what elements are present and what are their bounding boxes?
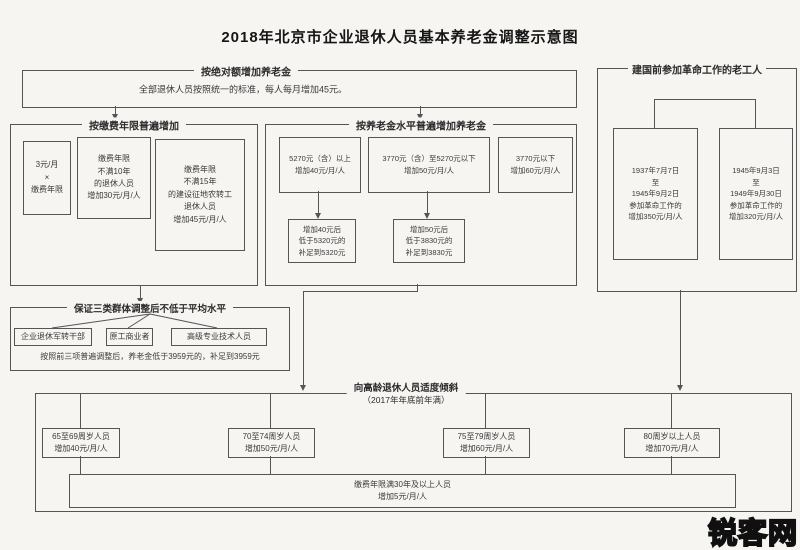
watermark-orange-part: 锐客 <box>707 515 768 550</box>
panel-by-level-legend: 按养老金水平普遍增加养老金 <box>349 117 493 133</box>
absolute-amount-text: 全部退休人员按照统一的标准，每人每月增加45元。 <box>138 84 347 95</box>
box-senior-technical: 高级专业技术人员 <box>171 328 267 346</box>
connector-level-horizontal <box>303 291 418 292</box>
connector-high-to-topup <box>318 191 319 214</box>
arrowhead-level-to-elderly <box>300 385 306 391</box>
panel-absolute-legend: 按绝对额增加养老金 <box>194 63 298 79</box>
box-age-65-69: 65至69周岁人员 增加40元/月/人 <box>42 428 120 458</box>
connector-age4-to-bottom <box>671 456 672 474</box>
box-level-high: 5270元（含）以上 增加40元/月/人 <box>279 137 361 193</box>
panel-pre-liberation-legend: 建国前参加革命工作的老工人 <box>628 61 766 77</box>
connector-age1-to-bottom <box>80 456 81 474</box>
box-per-year-rate: 3元/月 × 缴费年限 <box>23 141 71 215</box>
arrowhead-top-to-level <box>417 114 423 120</box>
connector-level-down-stub <box>417 284 418 292</box>
panel-absolute-amount: 按绝对额增加养老金 全部退休人员按照统一的标准，每人每月增加45元。 <box>22 63 577 108</box>
connector-mid-to-topup <box>427 191 428 214</box>
box-1937-1945: 1937年7月7日 至 1945年9月2日 参加革命工作的 增加350元/月/人 <box>613 128 698 260</box>
arrowhead-mid-to-topup <box>424 213 430 219</box>
connector-preliberation-to-elderly <box>680 290 681 386</box>
three-groups-note: 按照前三项普遍调整后，养老金低于3959元的，补足到3959元 <box>40 352 260 361</box>
panel-elderly-legend: 向高龄退休人员适度倾斜 （2017年年底前年满） <box>346 382 466 406</box>
box-level-low: 3770元以下 增加60元/月/人 <box>498 137 573 193</box>
box-topup-5320: 增加40元后 低于5320元的 补足到5320元 <box>288 219 356 263</box>
connector-age3-to-bottom <box>485 456 486 474</box>
box-age-80-plus: 80周岁以上人员 增加70元/月/人 <box>624 428 720 458</box>
box-under-15-years-landworkers: 缴费年限 不满15年 的建设征地农转工 退休人员 增加45元/月/人 <box>155 139 245 251</box>
elderly-legend-line2: （2017年年底前年满） <box>362 394 450 405</box>
panel-pre-liberation: 建国前参加革命工作的老工人 1937年7月7日 至 1945年9月2日 参加革命… <box>597 61 797 292</box>
box-age-75-79: 75至79周岁人员 增加60元/月/人 <box>443 428 530 458</box>
box-30-years-bonus: 缴费年限满30年及以上人员 增加5元/月/人 <box>69 474 736 508</box>
arrowhead-preliberation-to-elderly <box>677 385 683 391</box>
connector-years-to-groups <box>140 285 141 299</box>
box-1945-1949: 1945年9月3日 至 1949年9月30日 参加革命工作的 增加320元/月/… <box>719 128 793 260</box>
box-former-merchants: 原工商业者 <box>106 328 153 346</box>
box-topup-3830: 增加50元后 低于3830元的 补足到3830元 <box>393 219 465 263</box>
fan-connectors <box>51 313 218 329</box>
connector-to-age-80 <box>671 394 672 428</box>
elderly-legend-line1: 向高龄退休人员适度倾斜 <box>353 382 459 394</box>
bracket-right-drop <box>755 99 756 128</box>
panel-three-groups: 保证三类群体调整后不低于平均水平 企业退休军转干部 原工商业者 高级专业技术人员… <box>10 301 290 371</box>
page-title: 2018年北京市企业退休人员基本养老金调整示意图 <box>221 29 579 46</box>
watermark-white-part: 网 <box>767 515 798 550</box>
panel-elderly: 向高龄退休人员适度倾斜 （2017年年底前年满） 65至69周岁人员 增加40元… <box>35 382 792 512</box>
arrowhead-high-to-topup <box>315 213 321 219</box>
connector-to-age-70-74 <box>270 394 271 428</box>
box-level-mid: 3770元（含）至5270元以下 增加50元/月/人 <box>368 137 490 193</box>
connector-level-to-elderly <box>303 291 304 386</box>
connector-age2-to-bottom <box>270 456 271 474</box>
panel-by-years-legend: 按缴费年限普遍增加 <box>82 117 186 133</box>
connector-to-age-75-79 <box>485 394 486 428</box>
panel-three-groups-legend: 保证三类群体调整后不低于平均水平 <box>66 301 234 315</box>
watermark: 锐客网 <box>707 510 798 550</box>
bracket-left-drop <box>654 99 655 128</box>
bracket-horizontal <box>654 99 756 100</box>
panel-by-level: 按养老金水平普遍增加养老金 5270元（含）以上 增加40元/月/人 3770元… <box>265 117 577 286</box>
box-age-70-74: 70至74周岁人员 增加50元/月/人 <box>228 428 315 458</box>
connector-top-to-level <box>420 106 421 115</box>
panel-by-years: 按缴费年限普遍增加 3元/月 × 缴费年限 缴费年限 不满10年 的退休人员 增… <box>10 117 258 286</box>
connector-top-to-years <box>115 106 116 115</box>
box-military-cadres: 企业退休军转干部 <box>14 328 92 346</box>
arrowhead-top-to-years <box>112 114 118 120</box>
box-under-10-years: 缴费年限 不满10年 的退休人员 增加30元/月/人 <box>77 137 151 219</box>
connector-to-age-65-69 <box>80 394 81 428</box>
